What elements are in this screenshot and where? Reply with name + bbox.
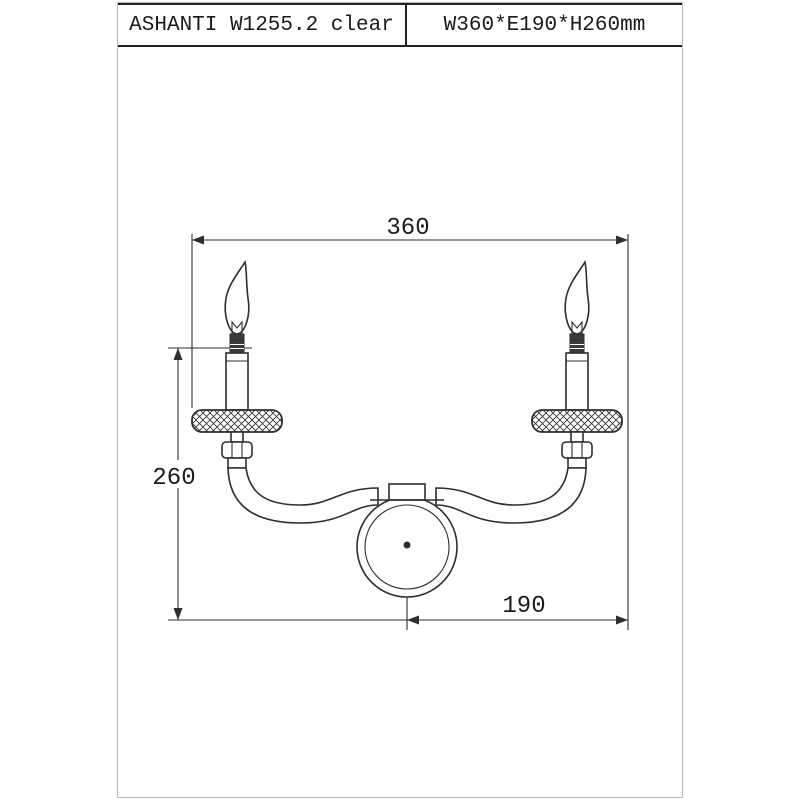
arm-joint [227,457,247,469]
wall-plate [356,483,458,598]
canopy-mount-block [388,483,426,501]
screw-base [229,339,245,354]
bulb-filament [231,320,243,336]
sconce-technical-drawing: 360 260 190 [150,215,629,630]
size-spec: W360*E190*H260mm [443,13,646,37]
right-candle [531,259,623,469]
arrowhead [173,608,183,620]
collar [221,441,253,459]
arm-joint [567,457,587,469]
mount-hole [403,541,411,549]
model-name: ASHANTI W1255.2 clear [118,5,407,45]
bulb-socket [229,333,245,341]
bulb-socket [569,333,585,341]
left-candle [191,259,283,469]
height-dimension: 260 [150,347,252,620]
right-arm [435,467,587,524]
bulb [564,259,590,335]
canopy-inner-circle [364,504,450,590]
width-dimension-label: 360 [386,215,429,242]
title-block: ASHANTI W1255.2 clear W360*E190*H260mm [118,3,682,47]
arrowhead [173,348,183,360]
bulb [224,259,250,335]
height-dimension-label: 260 [152,465,195,492]
collar [561,441,593,459]
screw-base [569,339,585,354]
width-dimension: 360 [191,215,629,630]
bobeche-hatch [191,409,283,433]
bobeche-hatch [531,409,623,433]
stem [570,431,584,443]
arrowhead [616,615,628,625]
depth-dimension: 190 [168,545,628,630]
drawing-sheet: ASHANTI W1255.2 clear W360*E190*H260mm 3… [117,2,683,798]
arrowhead [616,235,628,245]
stem [230,431,244,443]
arrowhead [407,615,419,625]
arrowhead [192,235,204,245]
left-arm [227,467,379,524]
depth-dimension-label: 190 [502,593,545,620]
bulb-filament [571,320,583,336]
